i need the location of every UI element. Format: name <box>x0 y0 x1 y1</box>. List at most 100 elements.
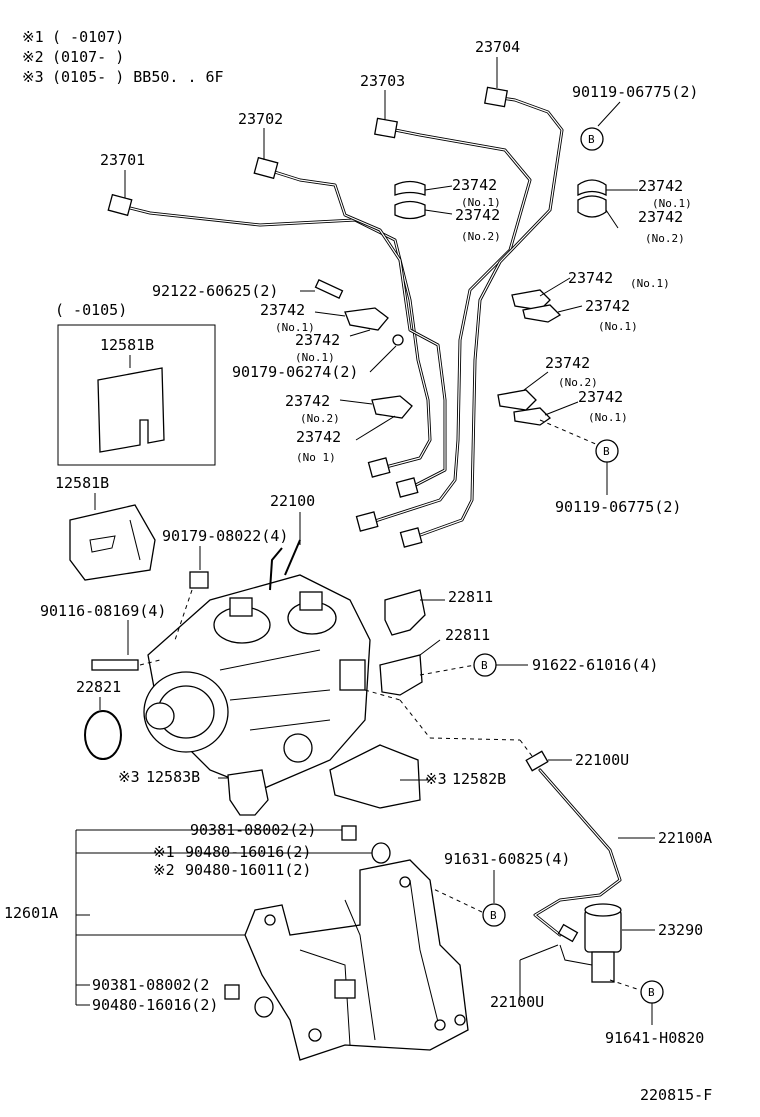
injection-pump-22100 <box>143 539 371 791</box>
clamp-center-top <box>394 180 453 220</box>
part-23742-rm2: 23742 <box>585 297 630 315</box>
part-92122-60625: 92122-60625(2) <box>152 282 278 300</box>
part-91622-61016: 91622-61016(4) <box>532 656 658 674</box>
svg-text:(No.1): (No.1) <box>295 351 335 364</box>
part-12583B: 12583B <box>146 768 200 786</box>
svg-text:(No.1): (No.1) <box>461 196 501 209</box>
cushion-90480-upper <box>371 842 391 864</box>
part-12581B: 12581B <box>55 474 109 492</box>
union-22100U-upper <box>525 750 549 772</box>
svg-text:(No.1): (No.1) <box>630 277 670 290</box>
svg-text:B: B <box>490 909 497 922</box>
part-90381-08002-upper: 90381-08002(2) <box>190 821 316 839</box>
part-23742-rt1: 23742 <box>638 177 683 195</box>
svg-text:(No 1): (No 1) <box>296 451 336 464</box>
svg-text:※2: ※2 <box>22 48 44 66</box>
part-90179-06274: 90179-06274(2) <box>232 363 358 381</box>
part-22100U-upper: 22100U <box>575 751 629 769</box>
part-23704: 23704 <box>475 38 520 56</box>
part-22100A: 22100A <box>658 829 712 847</box>
pad-12583B <box>227 769 269 816</box>
part-23742-lc2: 23742 <box>296 428 341 446</box>
clamp-right-middle <box>511 277 583 323</box>
svg-text:(No.1): (No.1) <box>588 411 628 424</box>
o-ring-22821 <box>84 710 122 760</box>
svg-text:B: B <box>588 133 595 146</box>
part-90480-16016-lower: 90480-16016(2) <box>92 996 218 1014</box>
pad-12581B-inset <box>97 367 165 453</box>
bracket-12601A <box>244 859 469 1061</box>
spacer-90381-upper <box>341 825 357 841</box>
part-90119-06775-lower: 90119-06775(2) <box>555 498 681 516</box>
note-1: ※1 ( -0107) <box>22 28 124 46</box>
part-23703: 23703 <box>360 72 405 90</box>
part-12582B: 12582B <box>452 770 506 788</box>
svg-text:(No.1): (No.1) <box>598 320 638 333</box>
part-22811-lower: 22811 <box>445 626 490 644</box>
injection-pipes <box>116 95 564 540</box>
part-23290: 23290 <box>658 921 703 939</box>
svg-text:(No.2): (No.2) <box>461 230 501 243</box>
svg-text:※3: ※3 <box>22 68 44 86</box>
svg-text:※1: ※1 <box>22 28 44 46</box>
part-90179-08022: 90179-08022(4) <box>162 527 288 545</box>
inset-part-12581B: 12581B <box>100 336 154 354</box>
svg-text:B: B <box>603 445 610 458</box>
spacer-90381-lower <box>224 984 240 1000</box>
part-23742-cl1: 23742 <box>260 301 305 319</box>
b-marker-upper <box>580 127 604 151</box>
part-91641-H0820: 91641-H0820 <box>605 1029 704 1047</box>
part-22821: 22821 <box>76 678 121 696</box>
inset-title: ( -0105) <box>55 301 127 319</box>
part-90480-16011: 90480-16011(2) <box>185 861 311 879</box>
part-12601A: 12601A <box>4 904 58 922</box>
b-marker-lower <box>482 903 506 927</box>
part-90116-08169: 90116-08169(4) <box>40 602 166 620</box>
clamp-lower-center <box>339 395 413 441</box>
svg-text:(No.2): (No.2) <box>645 232 685 245</box>
svg-text:(0105- ) BB50. . 6F: (0105- ) BB50. . 6F <box>52 68 224 86</box>
svg-text:※2: ※2 <box>153 861 175 879</box>
vsv-23290 <box>557 903 622 983</box>
part-23742-ct2: 23742 <box>455 206 500 224</box>
part-23742-lc1: 23742 <box>285 392 330 410</box>
svg-text:※3: ※3 <box>118 768 140 786</box>
part-23742-rl1: 23742 <box>545 354 590 372</box>
part-22811-upper: 22811 <box>448 588 493 606</box>
part-23742-rt2: 23742 <box>638 208 683 226</box>
svg-text:(No.2): (No.2) <box>558 376 598 389</box>
svg-text:(No.1): (No.1) <box>275 321 315 334</box>
inset-box <box>57 324 216 466</box>
stud-90116 <box>91 659 139 671</box>
svg-text:(No.1): (No.1) <box>652 197 692 210</box>
clamp-right-top <box>577 179 638 229</box>
part-23742-ct1: 23742 <box>452 176 497 194</box>
cushion-90480-lower <box>254 996 274 1018</box>
pad-12582B <box>329 744 421 809</box>
part-22100U-lower: 22100U <box>490 993 544 1011</box>
note-3: ※3 (0105- ) BB50. . 6F <box>22 68 224 86</box>
svg-text:※1: ※1 <box>153 843 175 861</box>
bolt-92122 <box>314 279 344 299</box>
part-90381-08002-lower: 90381-08002(2 <box>92 976 209 994</box>
part-22100: 22100 <box>270 492 315 510</box>
part-91631-60825: 91631-60825(4) <box>444 850 570 868</box>
bracket-12581B <box>69 504 156 581</box>
svg-text:(No.2): (No.2) <box>300 412 340 425</box>
clamp-right-lower <box>497 371 579 426</box>
bracket-22811-upper <box>384 589 426 636</box>
nut-90179-08022 <box>189 571 209 589</box>
svg-text:B: B <box>648 986 655 999</box>
part-90119-06775-upper: 90119-06775(2) <box>572 83 698 101</box>
clamp-center-left <box>314 307 389 337</box>
part-23702: 23702 <box>238 110 283 128</box>
svg-text:※3: ※3 <box>425 770 447 788</box>
svg-text:( -0107): ( -0107) <box>52 28 124 46</box>
figure-id: 220815-F <box>640 1086 712 1104</box>
part-23742-rl2: 23742 <box>578 388 623 406</box>
svg-text:B: B <box>481 659 488 672</box>
part-90480-16016-upper: 90480-16016(2) <box>185 843 311 861</box>
part-23742-cl2: 23742 <box>295 331 340 349</box>
